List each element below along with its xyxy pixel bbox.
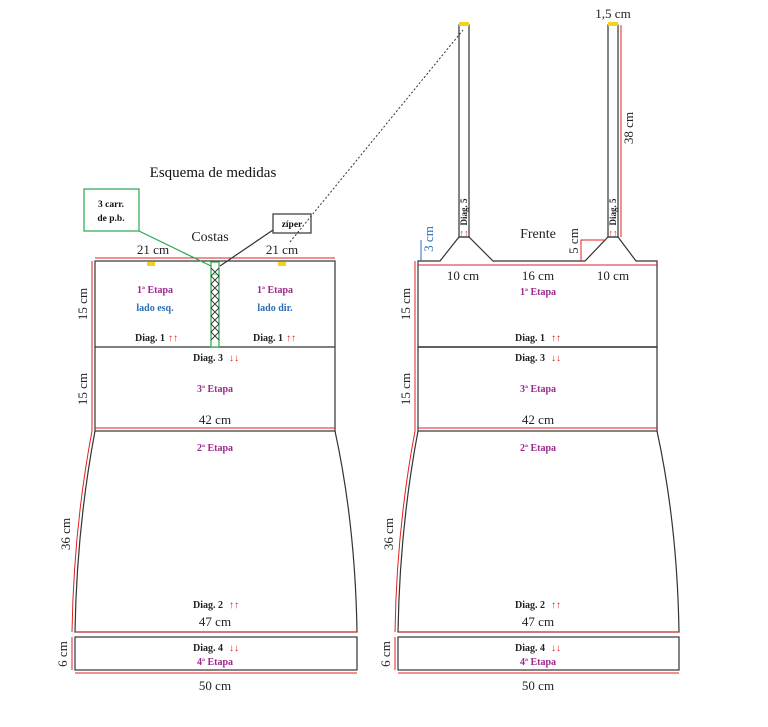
front-width-42: 42 cm bbox=[522, 412, 554, 427]
front-diag5-right: Diag. 5 bbox=[608, 198, 618, 226]
front-strap-width: 1,5 cm bbox=[595, 6, 630, 21]
front-label: Frente bbox=[520, 227, 556, 242]
front-bodice-lower bbox=[417, 346, 658, 432]
back-diag1-left: Diag. 1 bbox=[135, 333, 165, 344]
front-diag5-right-arrows: ↑↑ bbox=[609, 228, 618, 238]
back-etapa2: 2ª Etapa bbox=[197, 443, 233, 454]
front-width-16: 16 cm bbox=[522, 268, 554, 283]
front-5cm-measure-line bbox=[580, 239, 606, 261]
front-diag1-arrows: ↑↑ bbox=[551, 333, 561, 344]
front-piece: Frente 1,5 cm 38 cm Diag. 5 Diag. 5 ↑↑ ↑… bbox=[378, 6, 680, 693]
back-etapa1-left: 1ª Etapa bbox=[137, 285, 173, 296]
back-stitches-note-pointer bbox=[138, 230, 212, 267]
strap-connector-dotted bbox=[289, 29, 464, 243]
front-height-15b: 15 cm bbox=[398, 373, 413, 405]
back-stitches-note-box bbox=[83, 188, 140, 232]
back-zipper-arrows: ↔ bbox=[210, 267, 221, 279]
back-36-measure-line bbox=[71, 430, 93, 633]
back-band-outline bbox=[74, 636, 358, 671]
back-width-42: 42 cm bbox=[199, 412, 231, 427]
back-width-47: 47 cm bbox=[199, 614, 231, 629]
front-diag5-left-arrows: ↑↑ bbox=[460, 228, 469, 238]
back-height-15a: 15 cm bbox=[75, 288, 90, 320]
front-diag2: Diag. 2 bbox=[515, 600, 545, 611]
front-height-15a: 15 cm bbox=[398, 288, 413, 320]
back-zipper-pattern bbox=[210, 267, 220, 341]
front-width-10-right: 10 cm bbox=[597, 268, 629, 283]
back-label: Costas bbox=[191, 230, 228, 245]
front-height-36: 36 cm bbox=[381, 518, 396, 550]
back-diag3-arrows: ↓↓ bbox=[229, 353, 239, 364]
back-diag3: Diag. 3 bbox=[193, 353, 223, 364]
back-zipper-note: zíper bbox=[282, 220, 303, 230]
front-strap-right-marker bbox=[608, 22, 618, 26]
front-diag2-arrows: ↑↑ bbox=[551, 600, 561, 611]
back-diag4-arrows: ↓↓ bbox=[229, 643, 239, 654]
back-lado-esq: lado esq. bbox=[136, 303, 174, 314]
back-etapa4: 4ª Etapa bbox=[197, 657, 233, 668]
back-diag4: Diag. 4 bbox=[193, 643, 223, 654]
back-bodice-outline bbox=[94, 260, 336, 432]
front-diag3-arrows: ↓↓ bbox=[551, 353, 561, 364]
back-top-right-width: 21 cm bbox=[266, 242, 298, 257]
back-diag1-right: Diag. 1 bbox=[253, 333, 283, 344]
back-etapa3: 3ª Etapa bbox=[197, 384, 233, 395]
front-etapa1: 1ª Etapa bbox=[520, 287, 556, 298]
back-lado-dir: lado dir. bbox=[257, 303, 293, 314]
front-width-50: 50 cm bbox=[522, 678, 554, 693]
back-width-50: 50 cm bbox=[199, 678, 231, 693]
back-diag1-right-arrows: ↑↑ bbox=[286, 333, 296, 344]
back-height-6: 6 cm bbox=[55, 641, 70, 667]
front-strap-left-marker bbox=[459, 22, 469, 26]
front-etapa2: 2ª Etapa bbox=[520, 443, 556, 454]
front-diag3: Diag. 3 bbox=[515, 353, 545, 364]
back-stitches-note-line1: 3 carr. bbox=[98, 200, 124, 210]
back-diag2-arrows: ↑↑ bbox=[229, 600, 239, 611]
front-etapa4: 4ª Etapa bbox=[520, 657, 556, 668]
front-diag1: Diag. 1 bbox=[515, 333, 545, 344]
front-width-10-left: 10 cm bbox=[447, 268, 479, 283]
back-zipper-note-pointer bbox=[219, 229, 274, 267]
front-band-outline bbox=[397, 636, 680, 671]
back-diag1-left-arrows: ↑↑ bbox=[168, 333, 178, 344]
front-height-6: 6 cm bbox=[378, 641, 393, 667]
front-diag4: Diag. 4 bbox=[515, 643, 545, 654]
back-height-36: 36 cm bbox=[58, 518, 73, 550]
back-top-left-width: 21 cm bbox=[137, 242, 169, 257]
front-strap-length: 38 cm bbox=[621, 112, 636, 144]
front-36-measure-line bbox=[394, 430, 416, 633]
front-height-3: 3 cm bbox=[421, 226, 436, 252]
back-height-15b: 15 cm bbox=[75, 373, 90, 405]
front-height-5: 5 cm bbox=[566, 228, 581, 254]
back-stitches-note-line2: de p.b. bbox=[97, 214, 124, 224]
front-diag4-arrows: ↓↓ bbox=[551, 643, 561, 654]
back-etapa1-right: 1ª Etapa bbox=[257, 285, 293, 296]
back-piece: Costas ↔ 21 cm 21 cm 15 cm 15 cm 36 cm 6… bbox=[55, 188, 358, 693]
back-marker-left bbox=[147, 262, 155, 266]
front-diag5-left: Diag. 5 bbox=[459, 198, 469, 226]
diagram-title: Esquema de medidas bbox=[150, 165, 277, 181]
front-etapa3: 3ª Etapa bbox=[520, 384, 556, 395]
back-diag2: Diag. 2 bbox=[193, 600, 223, 611]
front-width-47: 47 cm bbox=[522, 614, 554, 629]
back-marker-right bbox=[278, 262, 286, 266]
